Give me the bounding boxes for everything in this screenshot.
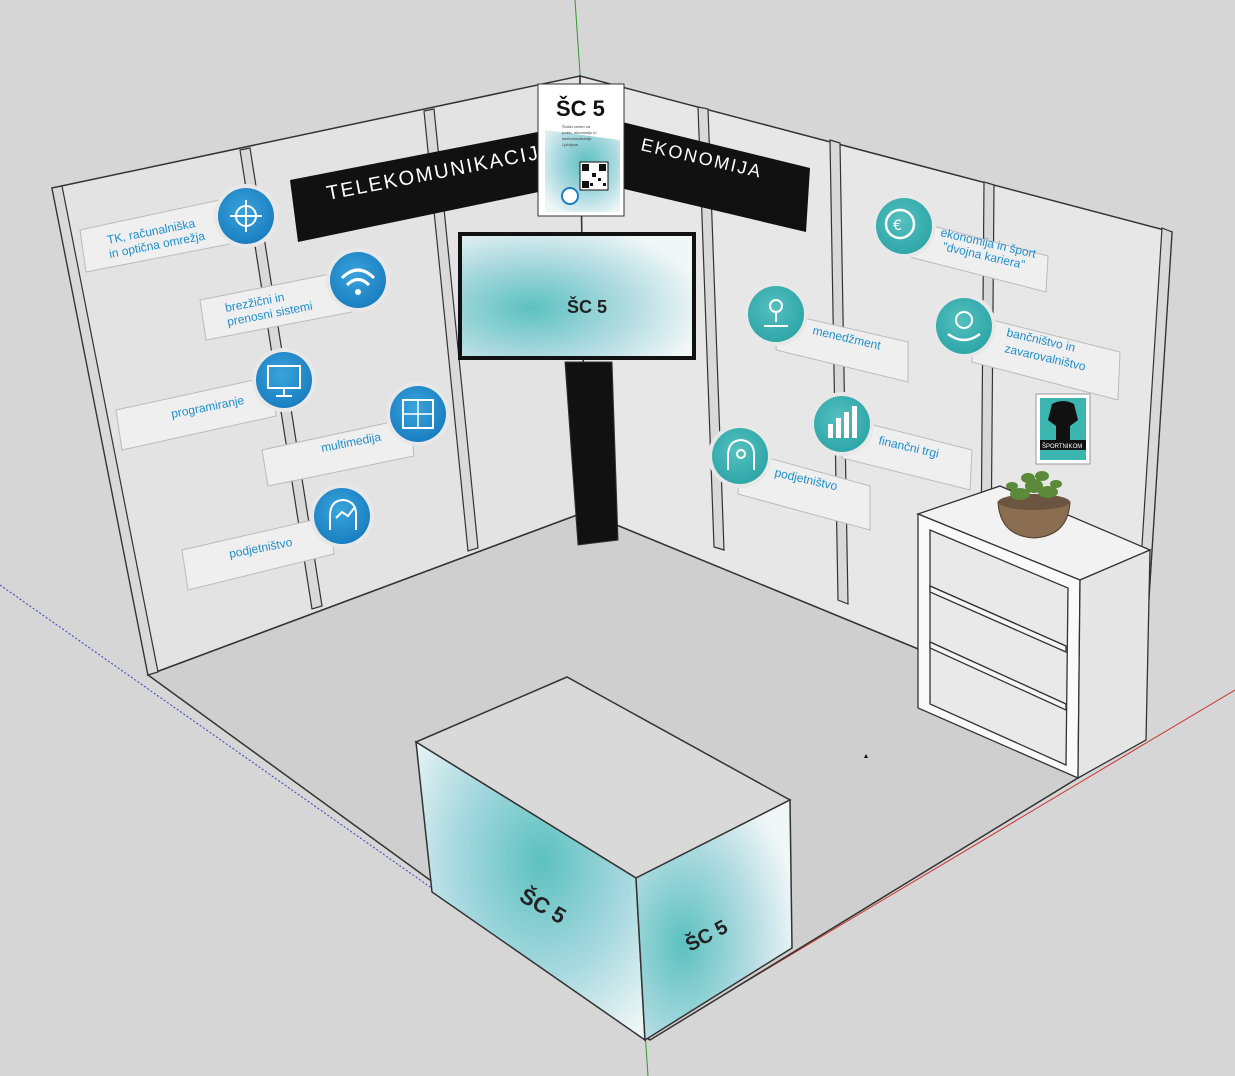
floor-marker <box>864 754 868 758</box>
svg-text:€: € <box>893 218 902 234</box>
right-wall-item-2: menedžment <box>744 282 909 383</box>
header-left-panel <box>290 130 548 242</box>
hand-money-icon <box>936 298 992 354</box>
center-poster: ŠC 5 Šolski center za pošto, ekonomijo i… <box>537 83 625 217</box>
poster-brand: ŠC 5 <box>556 96 605 121</box>
poster-line4: Ljubljana <box>562 142 579 147</box>
sport-logo-badge: ŠPORTNIKOM <box>1035 393 1091 465</box>
head-idea-icon <box>712 428 768 484</box>
left-wall-item-1: TK, računalniška in optična omrežja <box>79 184 278 273</box>
poster-line1: Šolski center za <box>562 124 591 129</box>
bar-chart-icon <box>814 396 870 452</box>
poster-line3: telekomunikacije <box>562 136 592 141</box>
tv-stand <box>564 361 619 546</box>
sport-logo-text: ŠPORTNIKOM <box>1042 443 1082 450</box>
euro-ball-icon <box>876 198 932 254</box>
left-wall-item-2: brezžični in prenosni sistemi <box>199 248 390 341</box>
qr-pattern <box>582 164 606 188</box>
poster-badge <box>561 187 579 205</box>
left-wall-item-3: programiranje <box>115 348 316 451</box>
code-monitor-icon <box>256 352 312 408</box>
header-right-panel <box>612 120 810 232</box>
shelf-unit <box>916 485 1152 780</box>
right-wall-item-5: podjetništvo <box>708 424 871 531</box>
plant-pot <box>997 471 1071 539</box>
right-wall-item-4: finančni trgi <box>810 392 973 491</box>
left-wall-item-4: multimedija <box>261 382 450 487</box>
tv-screen: ŠC 5 <box>458 232 696 360</box>
poster-line2: pošto, ekonomijo in <box>562 130 596 135</box>
left-wall-item-5: podjetništvo <box>181 484 374 591</box>
counter-desk <box>414 676 793 1042</box>
tv-brand: ŠC 5 <box>567 296 607 317</box>
head-idea-icon <box>314 488 370 544</box>
